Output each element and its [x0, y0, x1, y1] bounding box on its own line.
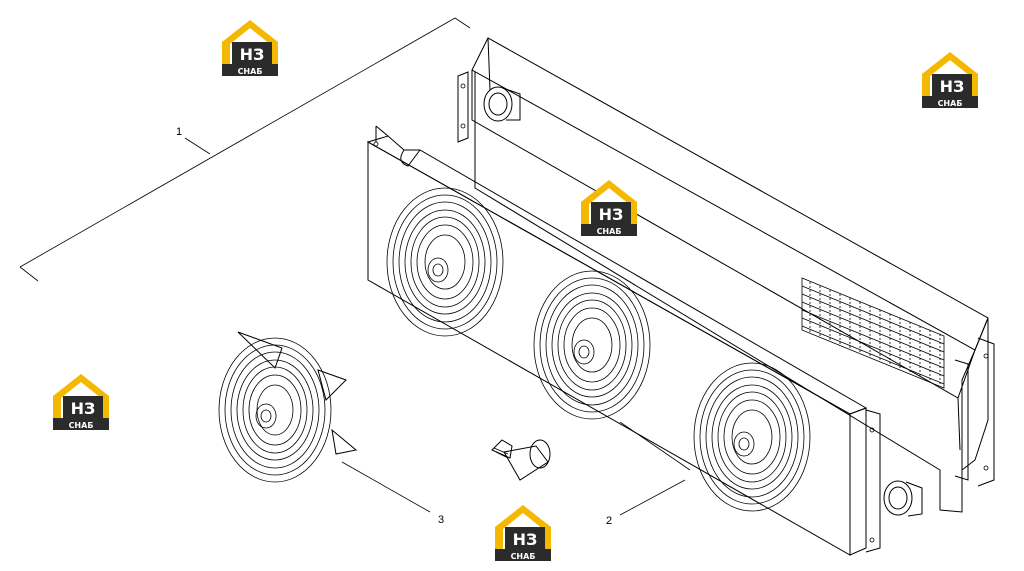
- watermark-logo: НЗ СНАБ: [495, 505, 551, 561]
- svg-text:СНАБ: СНАБ: [238, 67, 263, 76]
- callout-3: 3: [438, 514, 444, 526]
- radiator-core: [457, 37, 995, 517]
- callout-2: 2: [606, 515, 612, 527]
- watermark-logo: НЗ СНАБ: [53, 374, 109, 430]
- svg-text:НЗ: НЗ: [513, 530, 538, 549]
- svg-text:СНАБ: СНАБ: [597, 227, 622, 236]
- fan-shroud: [366, 125, 881, 556]
- svg-text:СНАБ: СНАБ: [69, 421, 94, 430]
- fan-ring-1: [386, 187, 504, 337]
- svg-text:НЗ: НЗ: [940, 77, 965, 96]
- fan-assembly: [218, 331, 358, 483]
- callout-2-leader: [619, 479, 686, 516]
- callout-2-leader-b: [619, 421, 691, 471]
- svg-text:НЗ: НЗ: [599, 205, 624, 224]
- fan-ring-3: [693, 362, 811, 512]
- fan-ring-2: [533, 270, 651, 420]
- callout-3-leader: [341, 461, 431, 513]
- callout-1-leader: [19, 17, 471, 282]
- svg-text:НЗ: НЗ: [71, 399, 96, 418]
- svg-text:НЗ: НЗ: [240, 45, 265, 64]
- watermark-logo: НЗ СНАБ: [581, 180, 637, 236]
- callout-1: 1: [176, 126, 182, 138]
- svg-text:СНАБ: СНАБ: [511, 552, 536, 561]
- core-fins: [801, 277, 945, 389]
- elbow-fitting: [491, 439, 551, 481]
- watermark-logo: НЗ СНАБ: [922, 52, 978, 108]
- svg-text:СНАБ: СНАБ: [938, 99, 963, 108]
- watermark-logo: НЗ СНАБ: [222, 20, 278, 76]
